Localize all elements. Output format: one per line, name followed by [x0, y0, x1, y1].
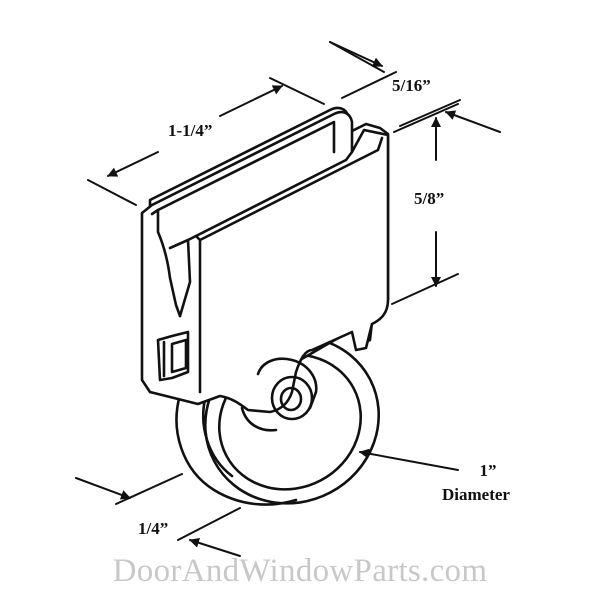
dimension-depth: [329, 41, 501, 133]
height-label: 5/8”: [414, 189, 445, 208]
depth-label: 5/16”: [392, 76, 431, 95]
flange-label: 1/4”: [138, 519, 169, 538]
dimension-width: [87, 77, 325, 206]
dimension-diameter: [359, 448, 459, 471]
width-label: 1-1/4”: [168, 121, 213, 140]
watermark: DoorAndWindowParts.com: [112, 553, 488, 589]
dimension-height: [391, 103, 459, 305]
diameter-word-label: Diameter: [442, 485, 510, 504]
housing-front: [140, 110, 390, 432]
dimension-flange: [75, 473, 241, 557]
diameter-value-label: 1”: [479, 461, 497, 480]
